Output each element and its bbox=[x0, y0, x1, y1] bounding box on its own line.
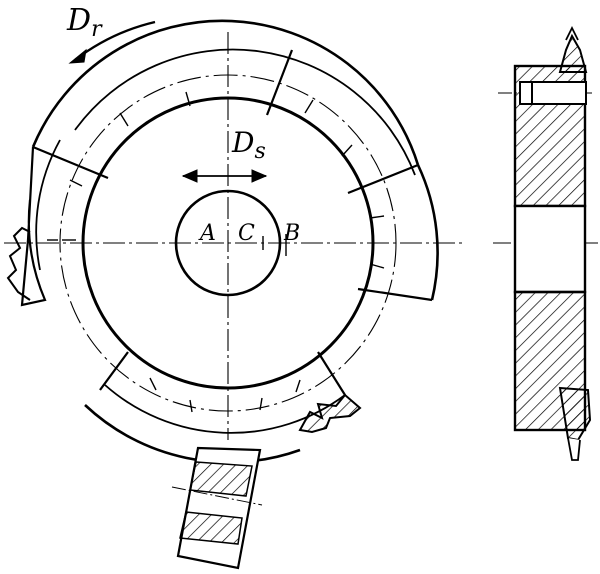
side-bottom-tooth-tip bbox=[567, 437, 581, 461]
segment-divider bbox=[32, 145, 109, 180]
outer-ring-right-arc bbox=[416, 164, 439, 301]
segment-divider bbox=[357, 287, 433, 302]
tool-insert-hatch-top bbox=[189, 461, 253, 497]
tool-insert bbox=[171, 446, 263, 570]
side-bottom-tooth bbox=[558, 386, 592, 442]
front-view bbox=[4, 19, 462, 570]
side-top-tooth bbox=[558, 33, 588, 73]
lower-right-teeth bbox=[298, 393, 362, 434]
left-segment bbox=[20, 146, 47, 307]
label-c: C bbox=[238, 221, 255, 246]
bore-circle bbox=[174, 189, 282, 297]
tool-insert-hatch-bottom bbox=[179, 511, 243, 545]
segment-inner-ring bbox=[35, 139, 61, 271]
left-teeth-profile bbox=[6, 226, 31, 301]
segment-inner-ring bbox=[74, 48, 416, 176]
outer-ring-arc bbox=[31, 19, 420, 166]
segment-divider bbox=[99, 351, 129, 391]
label-dr: Dr bbox=[66, 3, 103, 42]
labels: Dr Ds A C B bbox=[66, 3, 300, 246]
label-ds: Ds bbox=[231, 126, 266, 164]
pitch-ticks bbox=[47, 91, 385, 413]
outer-ring-lower-arc bbox=[84, 404, 301, 464]
pitch-circle bbox=[59, 74, 397, 412]
label-b: B bbox=[283, 221, 300, 246]
label-a: A bbox=[198, 221, 216, 246]
side-bolt-head bbox=[519, 81, 533, 105]
axial-arrowhead-left bbox=[181, 169, 198, 183]
side-bore-gap bbox=[513, 204, 587, 294]
axial-arrowhead-right bbox=[251, 169, 268, 183]
tool-insert-centerline bbox=[171, 486, 263, 506]
side-view bbox=[493, 25, 598, 461]
segment-divider bbox=[317, 351, 346, 396]
rotation-arrowhead bbox=[68, 48, 87, 64]
segment-divider bbox=[347, 163, 419, 195]
body-circle bbox=[81, 96, 375, 390]
side-top-tooth-tip bbox=[565, 25, 579, 41]
